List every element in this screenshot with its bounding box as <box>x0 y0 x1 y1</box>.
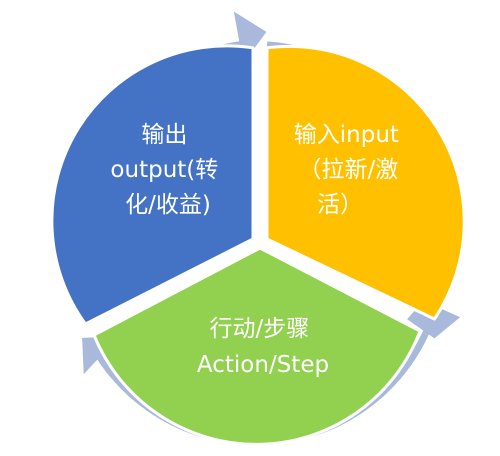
segment-output-label-line-2: output(转 <box>110 157 218 183</box>
segment-input-label-line-2: （拉新/激 <box>298 157 398 183</box>
segment-action-label-line-1: 行动/步骤 <box>209 316 309 342</box>
segment-output <box>50 44 255 326</box>
segment-input-label: 输入input （拉新/激 活） <box>294 122 406 218</box>
segment-output-label-line-1: 输出 <box>141 122 187 148</box>
cycle-arrow-output-to-input <box>109 11 267 127</box>
segment-input-label-line-3: 活） <box>317 192 363 218</box>
segment-output-label-line-3: 化/收益) <box>125 192 211 218</box>
segment-output-label: 输出 output(转 化/收益) <box>110 122 225 218</box>
segment-input <box>265 44 466 321</box>
segment-action-label-line-2: Action/Step <box>197 352 329 378</box>
segment-input-label-line-1: 输入input <box>294 122 399 148</box>
segment-labels: 输入input （拉新/激 活） 行动/步骤 Action/Step 输出 ou… <box>110 122 406 378</box>
cycle-segments <box>50 44 466 446</box>
segment-action-label: 行动/步骤 Action/Step <box>197 316 329 378</box>
segment-action <box>92 246 422 446</box>
